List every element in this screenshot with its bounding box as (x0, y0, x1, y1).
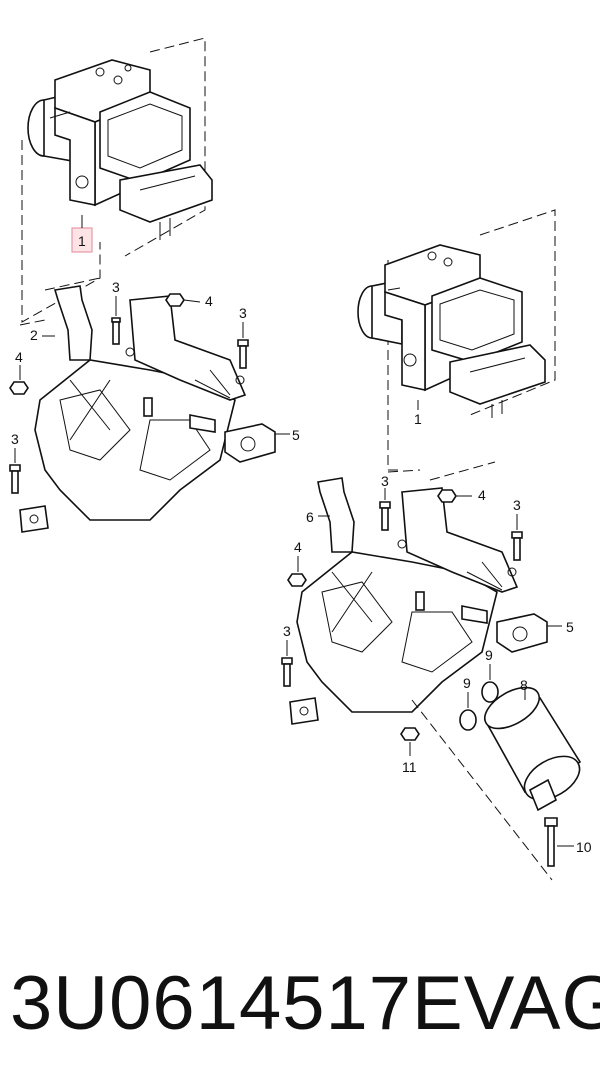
nut-4d (287, 556, 307, 587)
callout-5b: 5 (566, 619, 574, 635)
accumulator-8 (411, 686, 582, 881)
nut-11 (400, 727, 420, 756)
callout-3b: 3 (239, 305, 247, 321)
clamp-5b (496, 613, 562, 653)
callout-3d: 3 (381, 473, 389, 489)
callout-3a: 3 (112, 279, 120, 295)
parts-diagram: 1 (9, 37, 592, 881)
bolt-10 (544, 817, 574, 867)
callout-9a: 9 (463, 675, 471, 691)
nut-4c (437, 489, 472, 503)
callout-4b: 4 (15, 349, 23, 365)
callout-4c: 4 (478, 487, 486, 503)
screw-3e (511, 514, 523, 561)
callout-1-highlight: 1 (78, 233, 86, 249)
callout-5a: 5 (292, 427, 300, 443)
callout-2: 2 (30, 327, 38, 343)
callout-1b: 1 (414, 411, 422, 427)
nut-4b (9, 365, 29, 395)
caption: 3U0614517E VAG (10, 948, 600, 1058)
clamp-5a (224, 423, 290, 463)
abs-unit-top (21, 37, 213, 323)
nut-4a (165, 293, 201, 307)
screw-3b (237, 322, 249, 369)
screw-3a (111, 296, 121, 345)
brand: VAG (463, 960, 600, 1046)
bracket-bottom (289, 461, 519, 725)
screw-3f (281, 640, 293, 687)
callout-10: 10 (576, 839, 592, 855)
abs-unit-bottom (357, 209, 556, 471)
callout-4a: 4 (205, 293, 213, 309)
callout-11: 11 (402, 759, 417, 775)
grommet-9b (481, 664, 499, 703)
callout-6: 6 (306, 509, 314, 525)
screw-3c (9, 448, 21, 494)
callout-3e: 3 (513, 497, 521, 513)
callout-3c: 3 (11, 431, 19, 447)
callout-8: 8 (520, 677, 528, 693)
callout-3f: 3 (283, 623, 291, 639)
callout-4d: 4 (294, 539, 302, 555)
screw-3d (379, 488, 391, 531)
grommet-9a (459, 692, 477, 731)
part-number: 3U0614517E (10, 960, 464, 1046)
callout-9b: 9 (485, 647, 493, 663)
bracket-top (19, 277, 247, 533)
